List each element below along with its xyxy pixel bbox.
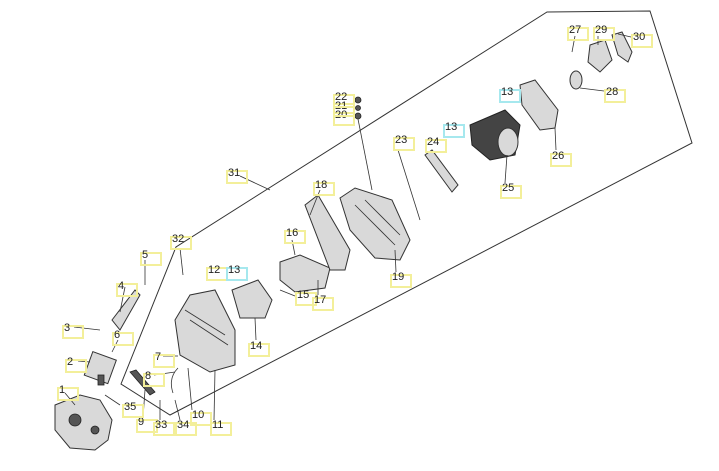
callout-box-14 [248, 343, 270, 357]
callout-box-20 [333, 112, 355, 126]
callout-label-11[interactable]: 11 [212, 419, 224, 431]
gasket-part [304, 194, 351, 271]
callout-box-10 [190, 412, 212, 426]
callout-label-25[interactable]: 25 [502, 182, 515, 194]
callout-label-27[interactable]: 27 [569, 24, 582, 36]
bracket-part [129, 369, 156, 396]
callout-box-24 [425, 139, 447, 153]
callout-box-34 [175, 422, 197, 436]
callout-label-22[interactable]: 22 [335, 91, 348, 103]
callout-label-7[interactable]: 7 [155, 351, 162, 363]
callout-box-30 [631, 34, 653, 48]
callout-label-24[interactable]: 24 [427, 136, 440, 148]
callout-box-13 [499, 89, 521, 103]
callout-box-17 [312, 297, 334, 311]
duct-part [231, 279, 273, 319]
filter-cover-part [519, 79, 559, 131]
callout-label-18[interactable]: 18 [315, 179, 328, 191]
callout-box-25 [500, 185, 522, 199]
callout-label-8[interactable]: 8 [145, 370, 152, 382]
callout-label-5[interactable]: 5 [142, 249, 149, 261]
callout-label-17[interactable]: 17 [314, 294, 327, 306]
intake-tube-part [111, 289, 141, 331]
callout-label-31[interactable]: 31 [228, 167, 241, 179]
callout-label-32[interactable]: 32 [172, 233, 185, 245]
callout-label-10[interactable]: 10 [192, 409, 205, 421]
throttle-body-part [54, 394, 113, 451]
callout-box-31 [226, 170, 248, 184]
callout-label-4[interactable]: 4 [118, 280, 125, 292]
callout-box-13 [443, 124, 465, 138]
callout-box-29 [593, 27, 615, 41]
callout-label-16[interactable]: 16 [286, 227, 299, 239]
callout-label-14[interactable]: 14 [250, 340, 263, 352]
callout-box-7 [153, 354, 175, 368]
callout-box-16 [284, 230, 306, 244]
callout-box-26 [550, 153, 572, 167]
callout-box-13 [226, 267, 248, 281]
callout-box-22 [333, 94, 355, 108]
callout-box-21 [333, 103, 355, 117]
callout-label-29[interactable]: 29 [595, 24, 608, 36]
callout-box-11 [210, 422, 232, 436]
callout-box-8 [143, 373, 165, 387]
airbox-upper-part [339, 187, 411, 261]
callout-box-23 [393, 137, 415, 151]
callout-box-28 [604, 89, 626, 103]
callout-label-30[interactable]: 30 [633, 31, 646, 43]
cover-plate-part [611, 31, 633, 63]
callout-label-2[interactable]: 2 [67, 356, 74, 368]
callout-box-4 [116, 283, 138, 297]
hose-part [170, 367, 179, 394]
callout-label-26[interactable]: 26 [552, 150, 565, 162]
airbox-lower-part [174, 289, 236, 373]
callout-label-1[interactable]: 1 [59, 384, 66, 396]
filter-gasket-part [424, 149, 459, 193]
callout-label-12[interactable]: 12 [208, 264, 221, 276]
callout-box-6 [112, 332, 134, 346]
air-filter-part [469, 109, 521, 161]
callout-label-13[interactable]: 13 [445, 121, 458, 133]
callout-label-28[interactable]: 28 [606, 86, 619, 98]
callout-box-5 [140, 252, 162, 266]
callout-box-1 [57, 387, 79, 401]
callout-box-32 [170, 236, 192, 250]
reed-block-part [279, 254, 331, 293]
callout-label-23[interactable]: 23 [395, 134, 408, 146]
assembly-outline [120, 10, 693, 416]
callout-box-15 [295, 292, 317, 306]
callout-box-33 [153, 422, 175, 436]
callout-label-15[interactable]: 15 [297, 289, 310, 301]
leader-lines [64, 33, 632, 421]
bolt-stack-part [354, 96, 373, 191]
callout-box-9 [136, 419, 158, 433]
callout-box-19 [390, 274, 412, 288]
callout-label-35[interactable]: 35 [124, 401, 137, 413]
callout-label-6[interactable]: 6 [114, 329, 121, 341]
snorkel-part [587, 39, 613, 73]
callout-label-13[interactable]: 13 [228, 264, 241, 276]
callout-box-2 [65, 359, 87, 373]
o-ring-part [569, 70, 583, 90]
callout-label-13[interactable]: 13 [501, 86, 514, 98]
callout-box-27 [567, 27, 589, 41]
callout-box-3 [62, 325, 84, 339]
callout-label-9[interactable]: 9 [138, 416, 145, 428]
callout-label-3[interactable]: 3 [64, 322, 71, 334]
callout-label-33[interactable]: 33 [155, 419, 168, 431]
callout-box-35 [122, 404, 144, 418]
injector-part [83, 350, 117, 386]
callout-label-34[interactable]: 34 [177, 419, 190, 431]
callout-label-19[interactable]: 19 [392, 271, 405, 283]
callout-box-18 [313, 182, 335, 196]
